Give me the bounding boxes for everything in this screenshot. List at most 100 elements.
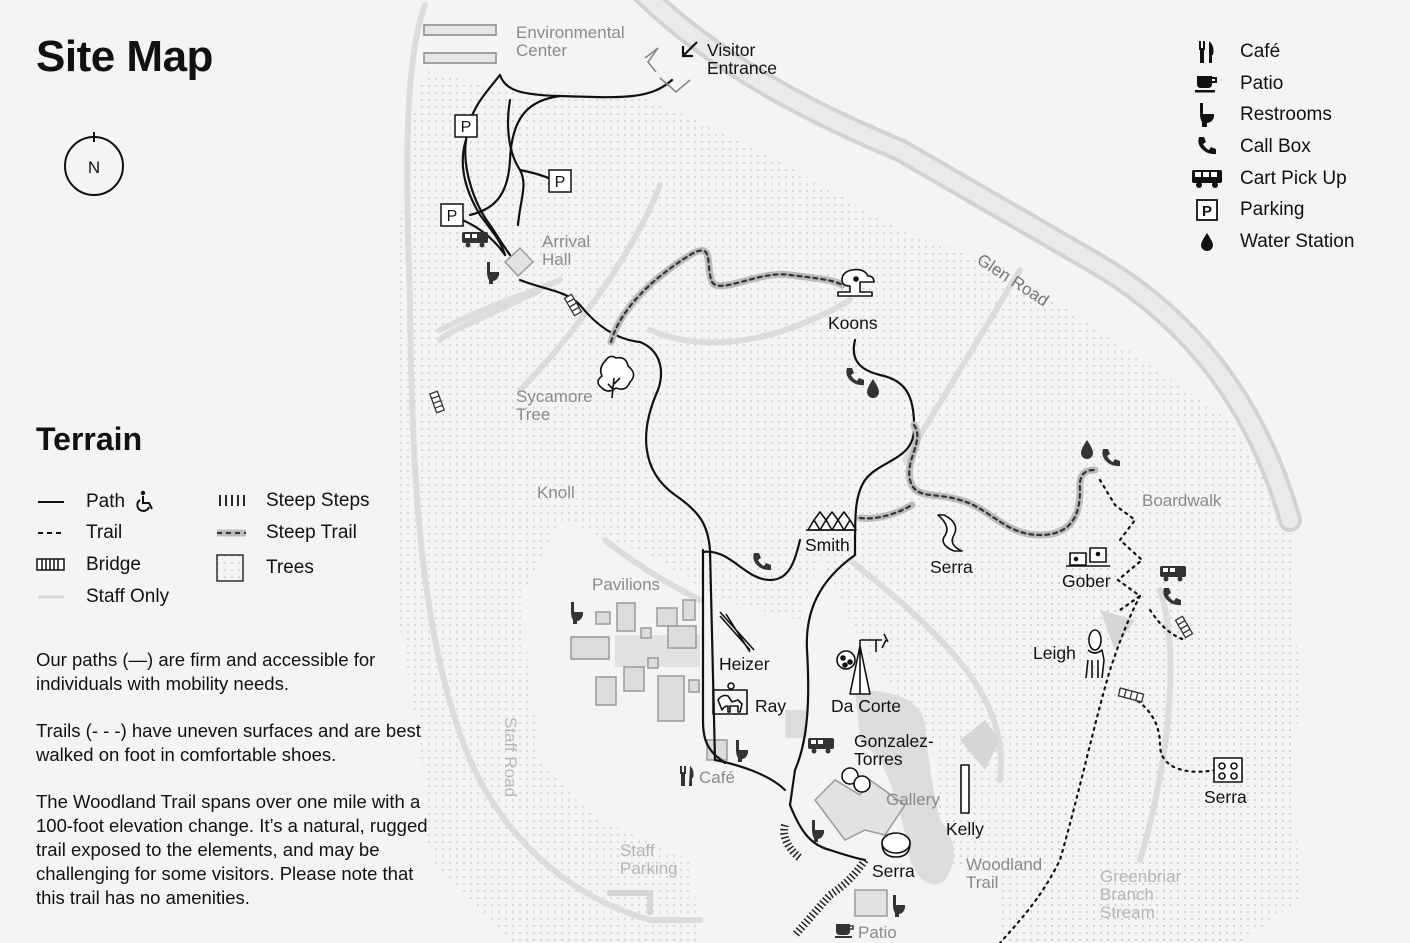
label-woodland-trail[interactable]: Woodland Trail xyxy=(966,855,1043,892)
label-environmental-center[interactable]: Environmental Center xyxy=(516,23,625,60)
serra-snake-icon xyxy=(937,514,963,552)
toilet-icon xyxy=(812,820,824,842)
amenity-cart-pick-up: Cart Pick Up xyxy=(1190,163,1400,195)
serra-lower-icon xyxy=(881,832,911,858)
phone-icon xyxy=(1190,135,1224,159)
label-serra-mid[interactable]: Serra xyxy=(930,557,973,577)
koons-sculpture-icon xyxy=(837,268,875,297)
gober-sculpture-icon xyxy=(1066,547,1110,567)
glen-road xyxy=(633,0,1302,532)
amenity-water-station: Water Station xyxy=(1190,226,1400,258)
environmental-center-buildings xyxy=(423,24,497,64)
label-kelly[interactable]: Kelly xyxy=(946,819,984,839)
label-smith[interactable]: Smith xyxy=(805,535,850,555)
cart-icon xyxy=(808,738,834,754)
paths xyxy=(450,73,916,862)
phone-icon xyxy=(1163,588,1181,606)
label-serra-lower[interactable]: Serra xyxy=(872,861,915,881)
gonzalez-torres-icon xyxy=(841,767,871,793)
label-gallery[interactable]: Gallery xyxy=(886,790,940,809)
label-patio[interactable]: Patio xyxy=(858,923,897,942)
svg-text:P: P xyxy=(1202,203,1212,220)
path-line-icon xyxy=(38,501,64,503)
legend-trail: Trail xyxy=(36,522,122,544)
north-compass: N xyxy=(64,132,124,196)
svg-text:P: P xyxy=(555,174,566,191)
sycamore-tree-icon xyxy=(597,355,635,399)
note-woodland: The Woodland Trail spans over one mile w… xyxy=(36,791,428,908)
amenity-patio: Patio xyxy=(1190,68,1400,100)
steep-steps-icon xyxy=(219,495,245,506)
water-drop-icon xyxy=(867,379,879,398)
toilet-icon xyxy=(736,740,748,762)
legend-staff-only: Staff Only xyxy=(36,586,169,608)
label-da-corte[interactable]: Da Corte xyxy=(831,696,902,716)
fork-knife-icon xyxy=(1190,40,1224,64)
trees-icon xyxy=(216,554,244,582)
water-drop-icon xyxy=(1081,440,1093,459)
amenity-cafe: Café xyxy=(1190,36,1400,68)
steep-trail-icon xyxy=(217,529,246,537)
amenity-parking: P Parking xyxy=(1190,194,1400,226)
bridge-icon xyxy=(36,558,65,571)
legend-trees: Trees xyxy=(216,554,314,582)
compass-label: N xyxy=(88,158,100,177)
tree-areas xyxy=(395,70,1300,943)
serra-right-icon xyxy=(1213,757,1243,783)
smith-sculpture-icon xyxy=(806,511,857,531)
pavilion-buildings xyxy=(503,246,1135,917)
da-corte-sculpture-icon xyxy=(836,633,889,695)
kelly-sculpture-icon xyxy=(960,764,970,814)
label-staff-road: Staff Road xyxy=(501,717,520,798)
water-drop-icon xyxy=(1190,230,1224,254)
toilet-icon xyxy=(487,262,499,284)
label-greenbriar-branch-stream: Greenbriar Branch Stream xyxy=(1100,867,1182,922)
legend-bridge: Bridge xyxy=(36,554,141,576)
label-arrival-hall[interactable]: Arrival Hall xyxy=(542,232,591,269)
amenities-legend: Café Patio Restrooms Call Box Cart Pick … xyxy=(1190,36,1400,258)
label-gober[interactable]: Gober xyxy=(1062,571,1111,591)
cart-icon xyxy=(1190,167,1224,191)
parking-icon: P xyxy=(1190,198,1224,222)
note-trails: Trails (- - -) have uneven surfaces and … xyxy=(36,720,421,765)
legend-steep-trail: Steep Trail xyxy=(216,522,357,544)
fork-knife-icon xyxy=(680,766,694,786)
toilet-icon xyxy=(893,895,905,917)
parking-signs: P P P xyxy=(440,114,572,227)
label-pavilions[interactable]: Pavilions xyxy=(592,575,661,594)
parking-icon: P xyxy=(454,114,478,138)
label-staff-parking: Staff Parking xyxy=(620,841,678,878)
map-amenity-icons xyxy=(462,232,1186,938)
accessibility-notes: Our paths (—) are firm and accessible fo… xyxy=(36,648,436,933)
phone-icon xyxy=(846,368,864,386)
label-koons[interactable]: Koons xyxy=(828,313,878,333)
amenity-call-box: Call Box xyxy=(1190,131,1400,163)
label-knoll[interactable]: Knoll xyxy=(537,483,575,502)
label-cafe[interactable]: Café xyxy=(699,768,735,787)
patio-steps xyxy=(780,823,869,938)
terrain-title: Terrain xyxy=(36,421,143,457)
heizer-sculpture-icon xyxy=(719,611,755,653)
label-serra-right[interactable]: Serra xyxy=(1204,787,1247,807)
amenity-restrooms: Restrooms xyxy=(1190,99,1400,131)
cart-icon xyxy=(462,232,488,248)
note-paths: Our paths (—) are firm and accessible fo… xyxy=(36,649,376,694)
staff-line-icon xyxy=(38,595,64,599)
svg-text:P: P xyxy=(447,208,458,225)
phone-icon xyxy=(753,553,771,571)
staff-roads xyxy=(404,2,1174,923)
coffee-cup-icon xyxy=(835,924,854,938)
parking-icon: P xyxy=(548,169,572,193)
label-gonzalez-torres[interactable]: Gonzalez-Torres xyxy=(854,731,934,769)
phone-icon xyxy=(1102,449,1120,467)
label-heizer[interactable]: Heizer xyxy=(719,654,770,674)
label-ray[interactable]: Ray xyxy=(755,696,787,716)
toilet-icon xyxy=(1190,103,1224,128)
label-sycamore-tree[interactable]: Sycamore Tree xyxy=(516,387,593,424)
ray-sculpture-icon xyxy=(712,682,748,715)
label-visitor-entrance[interactable]: Visitor Entrance xyxy=(707,40,778,78)
label-leigh[interactable]: Leigh xyxy=(1033,643,1076,663)
coffee-cup-icon xyxy=(1190,72,1224,96)
label-boardwalk[interactable]: Boardwalk xyxy=(1142,491,1222,510)
